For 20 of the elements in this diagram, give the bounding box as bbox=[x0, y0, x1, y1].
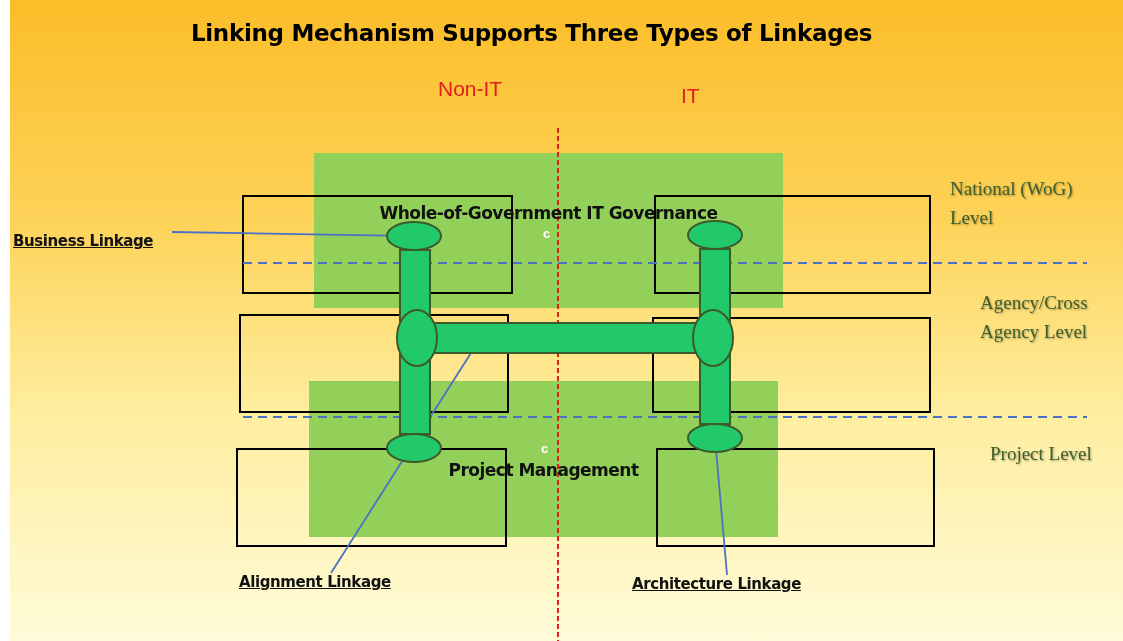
outline-box bbox=[652, 317, 931, 413]
level-name: Agency/Cross Agency Level bbox=[980, 291, 1089, 344]
outline-box bbox=[239, 314, 509, 413]
small-mark: c bbox=[541, 441, 549, 456]
small-mark: c bbox=[543, 226, 551, 241]
title: Linking Mechanism Supports Three Types of Linkages bbox=[189, 20, 874, 46]
level-name: Project Level bbox=[990, 442, 1092, 466]
linkage-label: Business Linkage bbox=[13, 232, 154, 250]
column-heading: IT bbox=[681, 84, 700, 108]
linkage-label: Alignment Linkage bbox=[239, 573, 391, 591]
pipe-joint bbox=[692, 309, 734, 367]
linkage-label: Architecture Linkage bbox=[632, 575, 801, 593]
pipe-joint bbox=[396, 309, 438, 367]
outline-box bbox=[656, 448, 935, 547]
level-name: National (WoG) Level bbox=[950, 177, 1074, 230]
pipe-joint bbox=[386, 221, 442, 251]
column-heading: Non-IT bbox=[438, 77, 503, 101]
pipe-joint bbox=[687, 220, 743, 250]
leader-line bbox=[171, 231, 388, 237]
leader-line bbox=[715, 451, 728, 576]
